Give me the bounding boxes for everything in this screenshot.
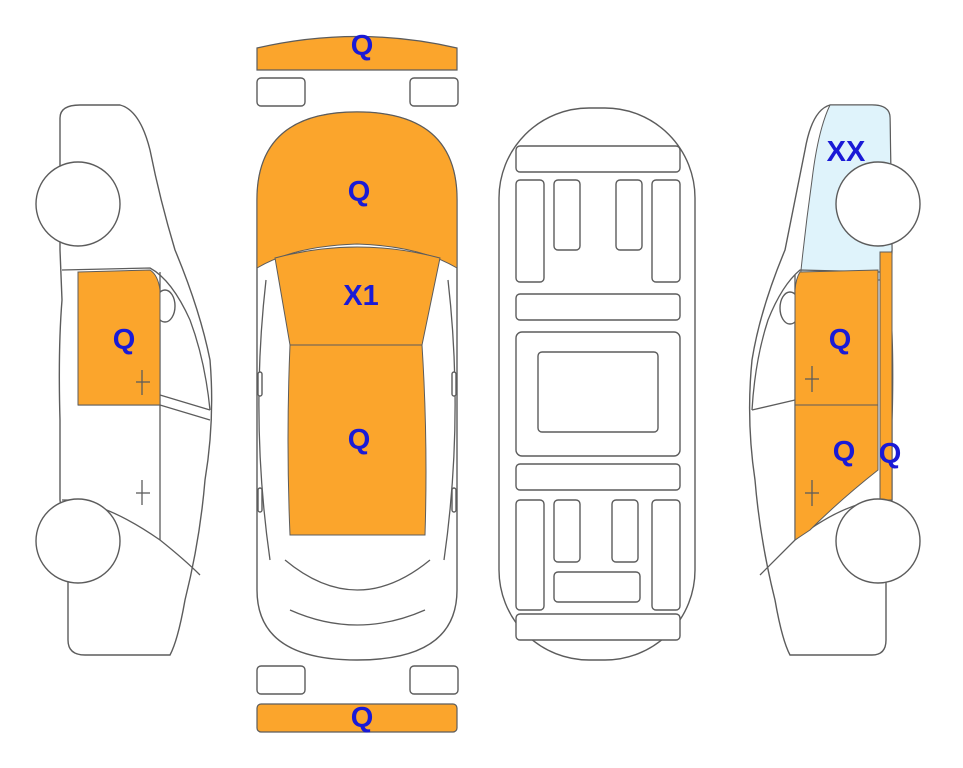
hood-panel[interactable] bbox=[256, 111, 458, 269]
trunk-panel[interactable] bbox=[287, 344, 427, 536]
left-front-door-panel[interactable] bbox=[77, 269, 161, 406]
right-front-wheel bbox=[835, 161, 921, 247]
top-view bbox=[256, 35, 459, 733]
right-rear-pillar-panel[interactable] bbox=[879, 251, 893, 501]
roof-panel[interactable] bbox=[274, 246, 441, 346]
roof-code: X1 bbox=[343, 280, 378, 312]
rear-bumper-panel[interactable] bbox=[256, 703, 458, 733]
front-bumper-code: Q bbox=[351, 30, 374, 62]
underbody-view bbox=[498, 107, 696, 661]
right-front-door-code: Q bbox=[829, 324, 852, 356]
left-front-wheel bbox=[35, 161, 121, 247]
right-front-fender-code: XX bbox=[827, 136, 866, 168]
left-rear-wheel bbox=[35, 498, 121, 584]
trunk-code: Q bbox=[348, 424, 371, 456]
right-rear-pillar-code: Q bbox=[879, 438, 902, 470]
left-side-view bbox=[35, 104, 213, 656]
right-rear-wheel bbox=[835, 498, 921, 584]
left-front-door-code: Q bbox=[113, 324, 136, 356]
right-rear-door-panel[interactable] bbox=[794, 404, 879, 541]
rear-bumper-code: Q bbox=[351, 702, 374, 734]
right-side-view bbox=[748, 104, 921, 656]
right-rear-door-code: Q bbox=[833, 436, 856, 468]
hood-code: Q bbox=[348, 176, 371, 208]
front-bumper-panel[interactable] bbox=[256, 35, 458, 71]
